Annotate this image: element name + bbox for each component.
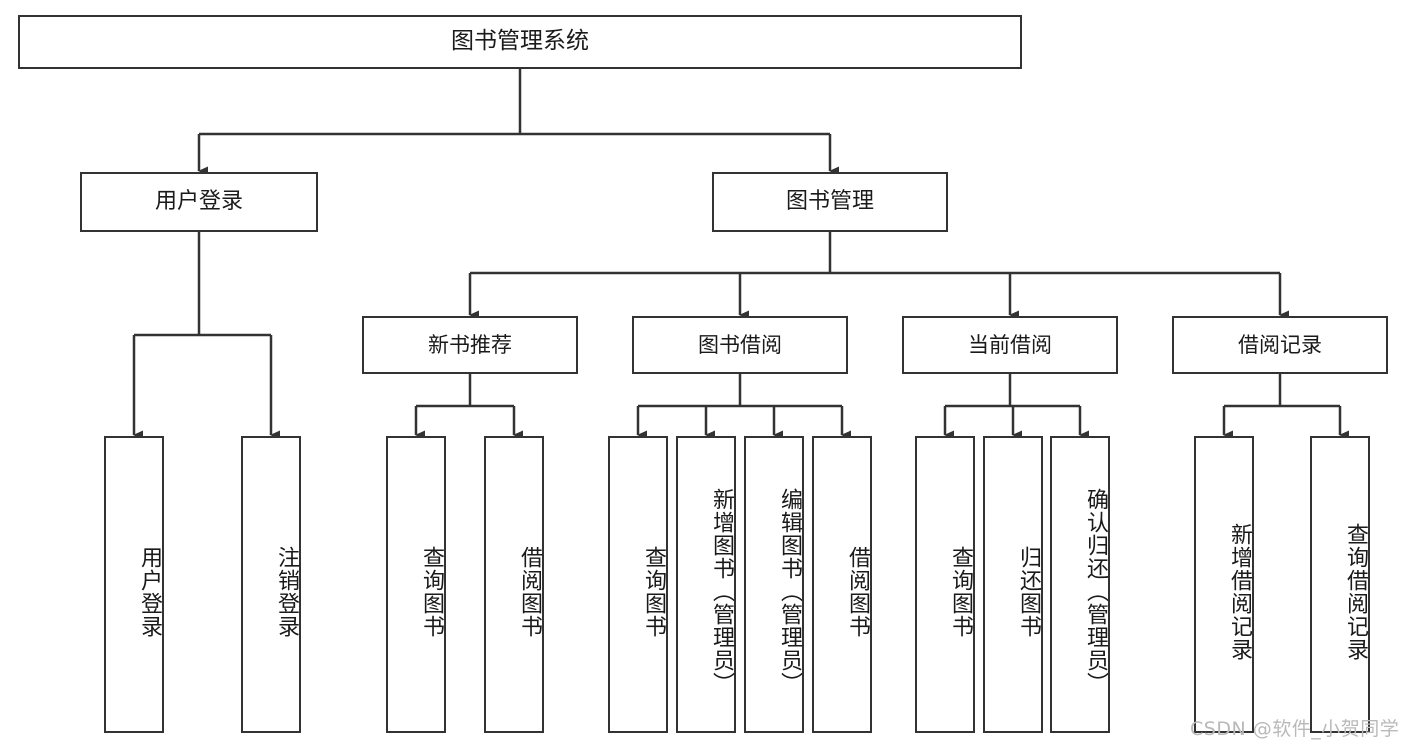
node-leaf-add-record[interactable]: 新增借阅记录 xyxy=(1194,436,1254,733)
node-label: 借阅图书 xyxy=(845,545,870,638)
node-leaf-query-book-1[interactable]: 查询图书 xyxy=(386,436,446,733)
node-root[interactable]: 图书管理系统 xyxy=(18,15,1022,69)
node-label: 新书推荐 xyxy=(428,332,512,357)
node-leaf-query-record[interactable]: 查询借阅记录 xyxy=(1310,436,1370,733)
node-bookmgmt[interactable]: 图书管理 xyxy=(712,172,948,232)
node-label: 用户登录 xyxy=(137,545,162,638)
node-label: 图书管理系统 xyxy=(451,28,589,55)
node-leaf-borrow-book-2[interactable]: 借阅图书 xyxy=(812,436,872,733)
node-label: 图书借阅 xyxy=(698,332,782,357)
node-leaf-confirm-return[interactable]: 确认归还（管理员） xyxy=(1050,436,1110,733)
node-label: 注销登录 xyxy=(274,545,299,638)
node-leaf-query-book-2[interactable]: 查询图书 xyxy=(608,436,668,733)
node-current[interactable]: 当前借阅 xyxy=(902,316,1118,374)
node-label: 编辑图书（管理员） xyxy=(777,488,802,695)
connector-paths xyxy=(132,69,1349,440)
node-label: 新增图书（管理员） xyxy=(709,488,734,695)
node-leaf-user-login[interactable]: 用户登录 xyxy=(104,436,164,733)
node-leaf-user-logout[interactable]: 注销登录 xyxy=(241,436,301,733)
node-label: 新增借阅记录 xyxy=(1227,522,1252,661)
watermark-label: CSDN @软件_小贺同学 xyxy=(1190,718,1400,740)
node-label: 图书管理 xyxy=(785,189,874,215)
node-borrow[interactable]: 图书借阅 xyxy=(632,316,848,374)
node-label: 归还图书 xyxy=(1016,545,1041,638)
node-label: 用户登录 xyxy=(154,189,243,215)
node-label: 查询图书 xyxy=(641,545,666,638)
node-label: 借阅图书 xyxy=(517,545,542,638)
node-leaf-return-book[interactable]: 归还图书 xyxy=(983,436,1043,733)
node-label: 当前借阅 xyxy=(968,332,1052,357)
node-leaf-edit-book[interactable]: 编辑图书（管理员） xyxy=(744,436,804,733)
node-newbook[interactable]: 新书推荐 xyxy=(362,316,578,374)
node-label: 查询图书 xyxy=(419,545,444,638)
node-label: 确认归还（管理员） xyxy=(1083,488,1108,695)
node-label: 查询借阅记录 xyxy=(1343,522,1368,661)
node-record[interactable]: 借阅记录 xyxy=(1172,316,1388,374)
node-label: 借阅记录 xyxy=(1238,332,1322,357)
node-leaf-query-book-3[interactable]: 查询图书 xyxy=(915,436,975,733)
node-label: 查询图书 xyxy=(948,545,973,638)
node-leaf-add-book[interactable]: 新增图书（管理员） xyxy=(676,436,736,733)
node-leaf-borrow-book-1[interactable]: 借阅图书 xyxy=(484,436,544,733)
node-login[interactable]: 用户登录 xyxy=(80,172,318,232)
